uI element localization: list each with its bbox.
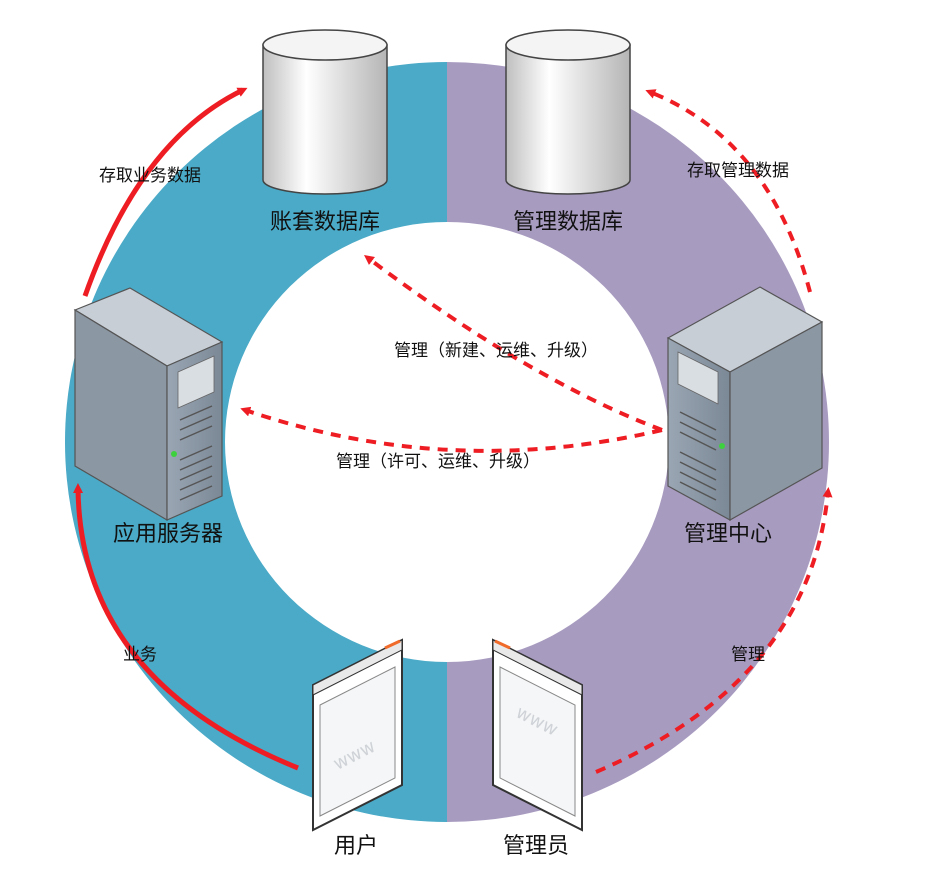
arrow-management [595, 487, 833, 774]
label-manage-db: 管理（新建、运维、升级） [394, 341, 598, 361]
label-management: 管理 [731, 645, 765, 665]
ring-right-half [447, 62, 829, 822]
management-center-server-icon [666, 286, 824, 522]
arrow-manage-server [240, 406, 663, 453]
label-access-business-data: 存取业务数据 [99, 166, 201, 186]
accounting-database-icon [262, 29, 388, 195]
label-management-db: 管理数据库 [513, 210, 623, 235]
label-access-management-data: 存取管理数据 [687, 161, 789, 181]
label-manage-server: 管理（许可、运维、升级） [336, 452, 540, 472]
application-server-icon [73, 287, 224, 522]
label-business: 业务 [123, 645, 157, 665]
label-accounting-db: 账套数据库 [270, 210, 380, 235]
user-browser-icon: www [312, 638, 403, 832]
label-user: 用户 [334, 834, 378, 859]
admin-browser-icon: www [492, 638, 583, 832]
arrow-manage-db [364, 254, 663, 432]
ring-left-half [65, 62, 447, 822]
management-database-icon [505, 29, 631, 195]
label-admin: 管理员 [503, 834, 569, 859]
arrow-access-business-data [82, 87, 248, 297]
label-management-center: 管理中心 [684, 522, 772, 547]
label-app-server: 应用服务器 [113, 522, 223, 547]
arrow-access-management-data [645, 89, 812, 293]
arrow-business [73, 483, 299, 771]
